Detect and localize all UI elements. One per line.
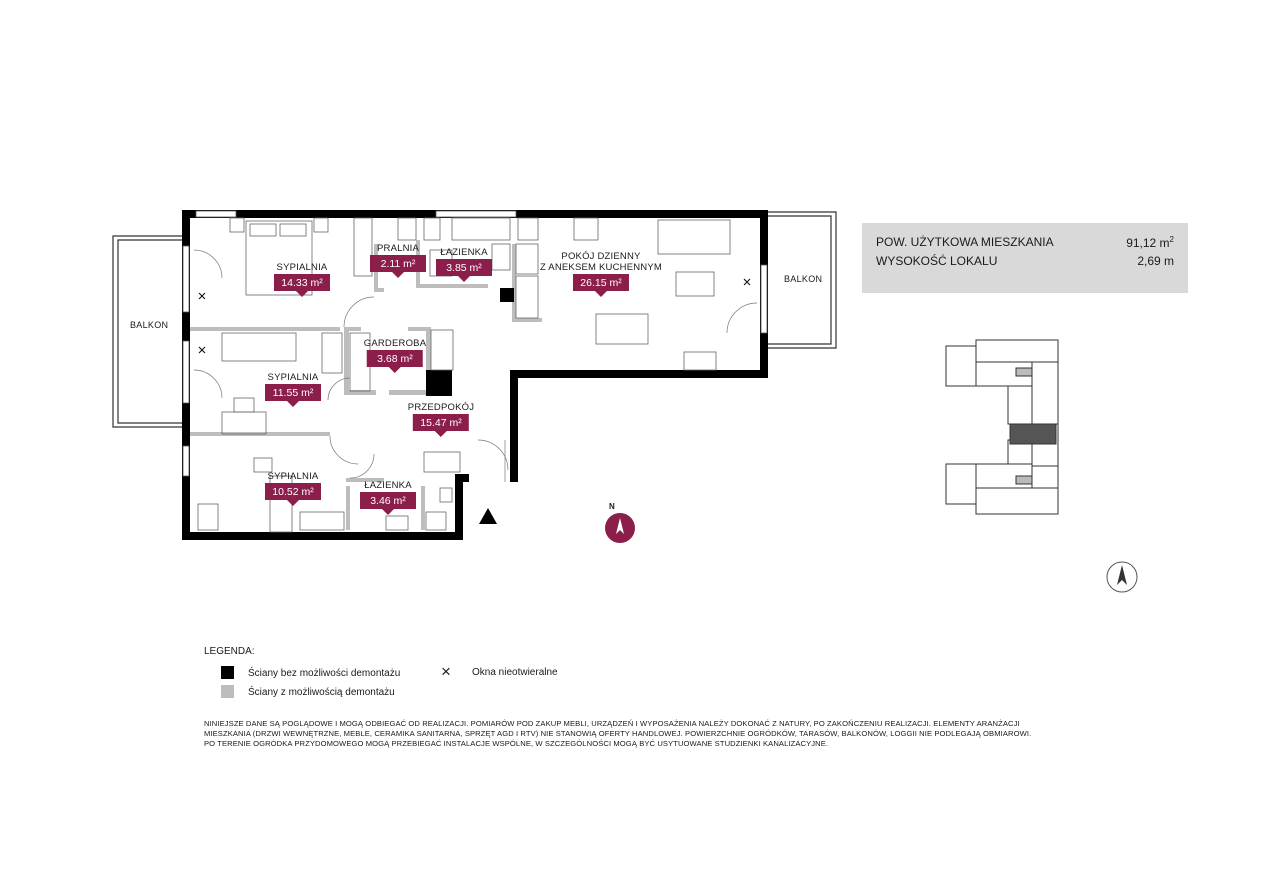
room-area-badge: 11.55 m² [265, 384, 321, 407]
compass-letter: N [609, 502, 616, 511]
room-name: POKÓJ DZIENNY Z ANEKSEM KUCHENNYM [539, 251, 663, 273]
fixed-walls-label: Ściany bez możliwości demontażu [248, 668, 401, 679]
fixed-windows-label: Okna nieotwieralne [472, 667, 558, 678]
room-area-badge: 15.47 m² [413, 414, 469, 437]
legend-title: LEGENDA: [204, 646, 255, 657]
balcony-left-outline [112, 235, 184, 428]
fixed-window-x-icon: × [441, 662, 452, 681]
room-laundry: PRALNIA 2.11 m² [370, 243, 426, 278]
building-keyplan [945, 339, 1059, 515]
windows [182, 210, 768, 477]
room-area-badge: 2.11 m² [370, 255, 426, 278]
area-label: POW. UŻYTKOWA MIESZKANIA [876, 235, 1054, 249]
room-name: GARDEROBA [363, 338, 427, 349]
room-name: ŁAZIENKA [364, 480, 412, 491]
disclaimer-text: NINIEJSZE DANE SĄ POGLĄDOWE I MOGĄ ODBIE… [204, 719, 1032, 748]
apartment-summary: POW. UŻYTKOWA MIESZKANIA 91,12 m2 WYSOKO… [862, 223, 1188, 293]
room-area-badge: 14.33 m² [274, 274, 330, 297]
keyplan-compass-icon [1106, 561, 1138, 593]
room-bedroom-2: SYPIALNIA 11.55 m² [265, 372, 321, 407]
height-row: WYSOKOŚĆ LOKALU 2,69 m [876, 254, 1174, 268]
balcony-left-label: BALKON [130, 320, 169, 330]
room-name: SYPIALNIA [267, 471, 319, 482]
height-value: 2,69 m [1137, 254, 1174, 268]
fixed-window-markers [198, 278, 751, 354]
room-area-badge: 3.68 m² [366, 350, 423, 373]
area-row: POW. UŻYTKOWA MIESZKANIA 91,12 m2 [876, 235, 1174, 250]
room-wardrobe: GARDEROBA 3.68 m² [363, 338, 427, 373]
height-label: WYSOKOŚĆ LOKALU [876, 254, 998, 268]
balcony-right-label: BALKON [784, 274, 823, 284]
balcony-right-outline [766, 211, 837, 349]
fixed-walls-swatch [221, 666, 234, 679]
room-bedroom-1: SYPIALNIA 14.33 m² [274, 262, 330, 297]
room-name: PRZEDPOKÓJ [407, 402, 475, 413]
removable-walls-label: Ściany z możliwością demontażu [248, 687, 395, 698]
room-bedroom-3: SYPIALNIA 10.52 m² [265, 471, 321, 506]
room-name: PRALNIA [376, 243, 420, 254]
room-area-badge: 26.15 m² [572, 274, 629, 297]
room-name: ŁAZIENKA [440, 247, 488, 258]
area-value: 91,12 m2 [1126, 235, 1174, 250]
room-living-kitchen: POKÓJ DZIENNY Z ANEKSEM KUCHENNYM 26.15 … [539, 251, 663, 297]
room-area-badge: 3.85 m² [436, 259, 492, 282]
room-bathroom-1: ŁAZIENKA 3.85 m² [436, 247, 492, 282]
removable-walls-swatch [221, 685, 234, 698]
room-hallway: PRZEDPOKÓJ 15.47 m² [407, 402, 475, 437]
door-swings [193, 249, 758, 482]
legend: LEGENDA: [204, 646, 255, 657]
room-name: SYPIALNIA [276, 262, 328, 273]
room-name: SYPIALNIA [267, 372, 319, 383]
entrance-arrow-icon [479, 508, 497, 524]
room-area-badge: 10.52 m² [265, 483, 321, 506]
compass-icon [605, 513, 635, 543]
room-area-badge: 3.46 m² [360, 492, 416, 515]
room-bathroom-2: ŁAZIENKA 3.46 m² [360, 480, 416, 515]
